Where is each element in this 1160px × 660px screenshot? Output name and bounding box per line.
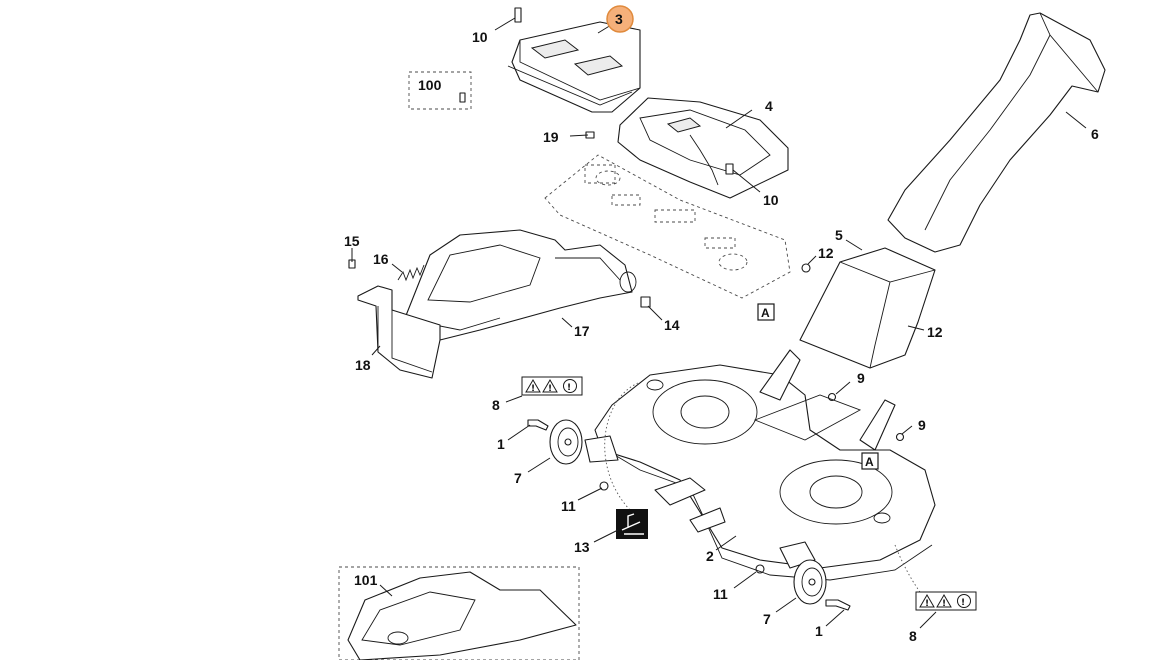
callout-8-bottom[interactable]: 8 [909, 628, 917, 644]
callout-13[interactable]: 13 [574, 539, 590, 555]
part-17-duct[interactable] [404, 229, 637, 341]
part-18-bracket[interactable] [357, 285, 441, 379]
callout-12-right[interactable]: 12 [927, 324, 943, 340]
svg-text:!: ! [925, 599, 929, 609]
circle-info-icon [957, 594, 971, 608]
svg-text:!: ! [531, 384, 535, 394]
part-3-top-cover[interactable] [507, 21, 641, 113]
callout-11-rear[interactable]: 11 [713, 586, 728, 602]
part-6-chute[interactable] [887, 12, 1106, 253]
part-4-cover[interactable] [617, 97, 789, 199]
highlight-circle-part-3 [606, 5, 634, 33]
part-7-wheel-front[interactable] [549, 419, 583, 465]
mounting-plate-outline [544, 154, 791, 299]
reference-box-a-upper: A [757, 303, 775, 321]
svg-text:A: A [865, 455, 874, 469]
part-5-collector[interactable] [799, 247, 936, 369]
triangle-warning-icon [525, 379, 541, 393]
circle-info-icon [563, 379, 577, 393]
callout-6[interactable]: 6 [1091, 126, 1099, 142]
svg-text:A: A [761, 306, 770, 320]
callout-5[interactable]: 5 [835, 227, 843, 243]
callout-1-rear[interactable]: 1 [815, 623, 823, 639]
callout-18[interactable]: 18 [355, 357, 371, 373]
svg-text:!: ! [567, 383, 571, 393]
callout-10-right[interactable]: 10 [763, 192, 779, 208]
callout-7-front[interactable]: 7 [514, 470, 522, 486]
triangle-warning-icon [919, 594, 935, 608]
callout-100[interactable]: 100 [418, 77, 442, 93]
callout-3[interactable]: 3 [615, 11, 623, 27]
svg-text:!: ! [961, 598, 965, 608]
callout-14[interactable]: 14 [664, 317, 680, 333]
callout-12-top[interactable]: 12 [818, 245, 834, 261]
callout-101[interactable]: 101 [354, 572, 378, 588]
callout-19[interactable]: 19 [543, 129, 559, 145]
part-13-decal[interactable] [616, 509, 648, 539]
reference-box-a-lower: A [861, 452, 879, 470]
callout-8-top[interactable]: 8 [492, 397, 500, 413]
triangle-hand-icon [936, 594, 952, 608]
part-8-warning-decal-bottom[interactable]: ! ! ! [915, 591, 977, 611]
svg-text:!: ! [548, 384, 552, 394]
callout-2[interactable]: 2 [706, 548, 714, 564]
callout-9-top[interactable]: 9 [857, 370, 865, 386]
callout-7-rear[interactable]: 7 [763, 611, 771, 627]
callout-9-right[interactable]: 9 [918, 417, 926, 433]
part-7-wheel-rear[interactable] [793, 559, 827, 605]
svg-text:!: ! [942, 599, 946, 609]
part-2-mower-deck[interactable] [584, 349, 936, 581]
callout-17[interactable]: 17 [574, 323, 590, 339]
callout-10-top[interactable]: 10 [472, 29, 488, 45]
callout-16[interactable]: 16 [373, 251, 389, 267]
callout-15[interactable]: 15 [344, 233, 360, 249]
callout-4[interactable]: 4 [765, 98, 773, 114]
leader-lines [351, 17, 1087, 629]
part-16-spring[interactable] [397, 264, 425, 282]
part-100-box [408, 71, 472, 110]
callout-1-front[interactable]: 1 [497, 436, 505, 452]
triangle-hand-icon [542, 379, 558, 393]
callout-11-front[interactable]: 11 [561, 498, 576, 514]
part-8-warning-decal-top[interactable]: ! ! ! [521, 376, 583, 396]
part-101-alt-duct[interactable] [338, 566, 580, 660]
